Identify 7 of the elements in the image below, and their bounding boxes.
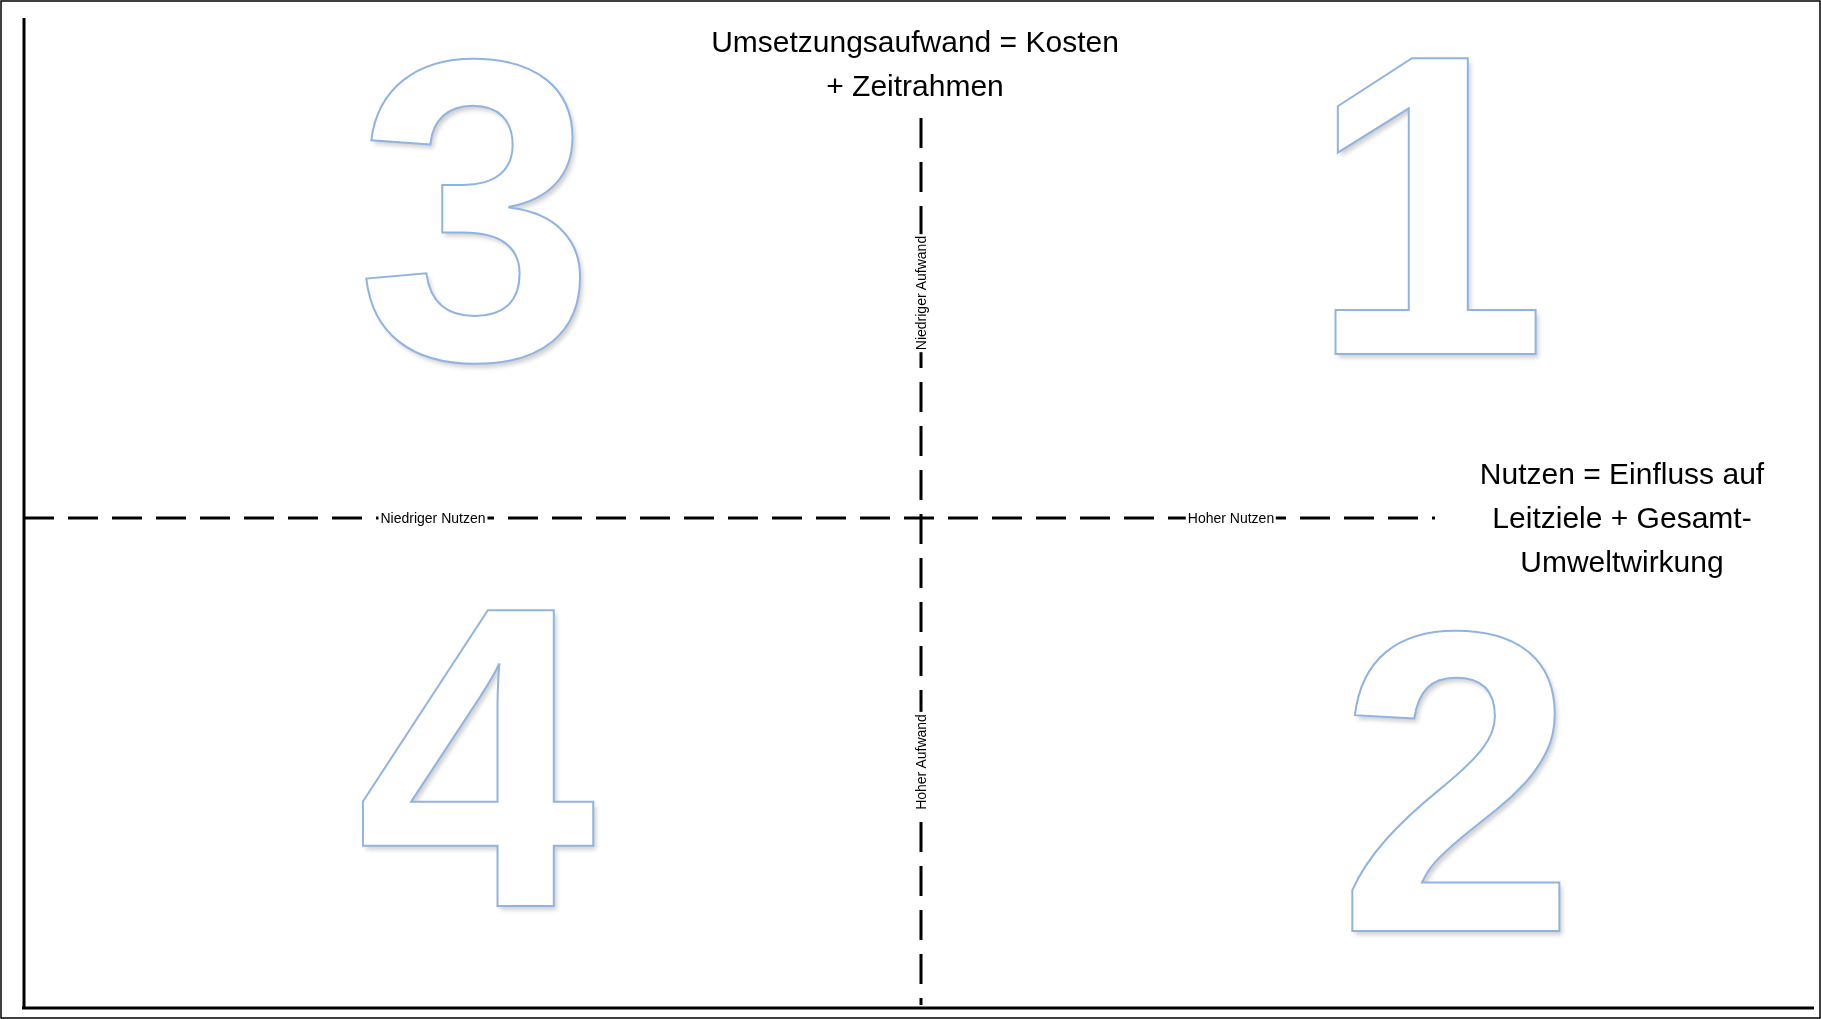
axis-label: Hoher Aufwand bbox=[913, 712, 929, 812]
axis-label: Niedriger Nutzen bbox=[378, 510, 488, 526]
quadrant-number: 1 bbox=[1308, 0, 1548, 420]
axis-label: Hoher Nutzen bbox=[1185, 510, 1277, 526]
axis-label: Niedriger Aufwand bbox=[913, 233, 929, 353]
axis-definition: Umsetzungsaufwand = Kosten + Zeitrahmen bbox=[710, 24, 1120, 104]
quadrant-number: 3 bbox=[356, 0, 596, 425]
